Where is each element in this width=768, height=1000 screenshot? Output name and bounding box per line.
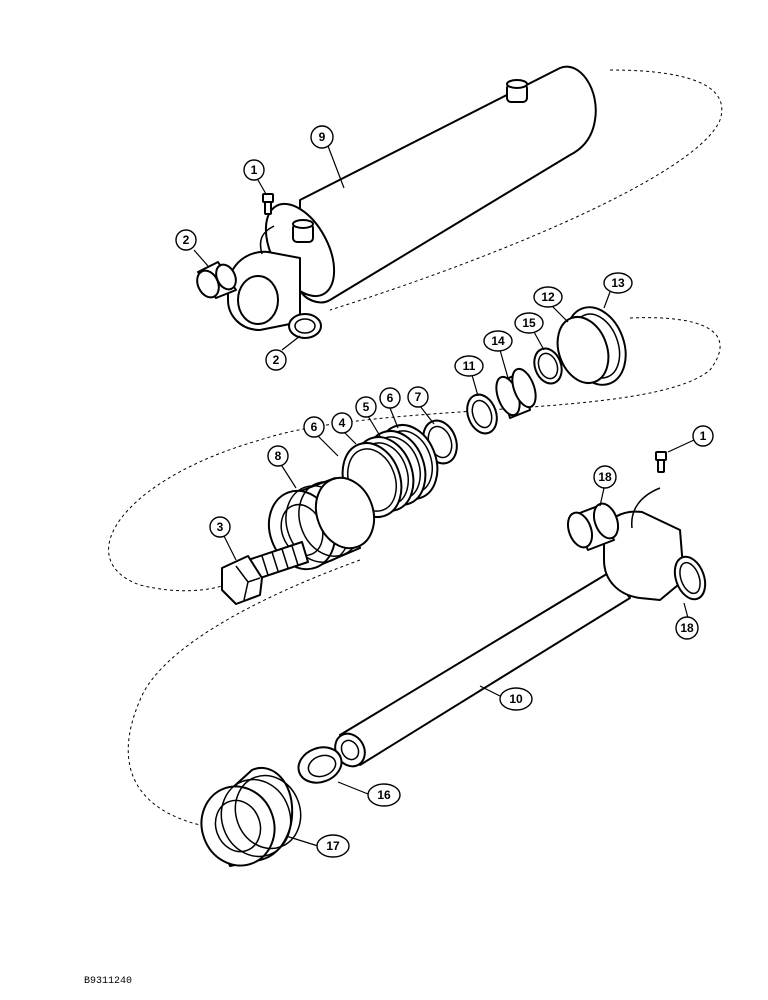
svg-text:18: 18 <box>680 621 694 635</box>
callout-9: 9 <box>310 125 345 189</box>
svg-text:7: 7 <box>415 390 422 404</box>
svg-text:18: 18 <box>598 470 612 484</box>
svg-text:5: 5 <box>363 400 370 414</box>
svg-text:6: 6 <box>311 420 318 434</box>
callout-16: 16 <box>337 781 401 807</box>
seal-ring <box>556 316 610 384</box>
svg-text:3: 3 <box>217 520 224 534</box>
svg-text:1: 1 <box>251 163 258 177</box>
bearing-sleeve <box>495 367 537 419</box>
callout-14: 14 <box>483 330 513 379</box>
svg-text:15: 15 <box>522 316 536 330</box>
callout-17: 17 <box>285 834 350 858</box>
callout-12: 12 <box>533 286 569 323</box>
callout-7: 7 <box>407 386 435 425</box>
grease-fitting <box>655 451 667 473</box>
bushing <box>288 313 322 339</box>
callout-2: 2 <box>265 335 301 371</box>
svg-text:8: 8 <box>275 449 282 463</box>
callout-2: 2 <box>175 229 209 267</box>
assembly-path-line <box>127 559 361 826</box>
bolt <box>221 541 309 605</box>
svg-text:1: 1 <box>700 429 707 443</box>
callout-10: 10 <box>479 685 533 711</box>
svg-text:17: 17 <box>326 839 340 853</box>
figure-code: B9311240 <box>84 976 133 987</box>
grease-fitting <box>262 193 274 215</box>
svg-text:2: 2 <box>273 353 280 367</box>
svg-text:14: 14 <box>491 334 505 348</box>
o-ring <box>533 347 563 385</box>
svg-text:6: 6 <box>387 391 394 405</box>
svg-text:11: 11 <box>463 359 476 373</box>
callout-13: 13 <box>603 272 633 309</box>
callout-6: 6 <box>379 387 401 429</box>
svg-text:4: 4 <box>339 416 346 430</box>
assembly-path-line <box>329 69 723 311</box>
svg-text:16: 16 <box>377 788 391 802</box>
callout-18: 18 <box>593 465 617 507</box>
callout-1: 1 <box>243 159 267 195</box>
callout-4: 4 <box>331 412 357 445</box>
assembly-path-line <box>108 317 721 592</box>
callout-6: 6 <box>303 416 339 457</box>
seal-ring <box>466 393 498 435</box>
cylinder-barrel <box>227 65 597 331</box>
callout-5: 5 <box>355 396 381 437</box>
callout-11: 11 <box>454 355 484 397</box>
callout-8: 8 <box>267 445 297 489</box>
svg-text:10: 10 <box>509 692 523 706</box>
bushing <box>196 261 237 299</box>
gland <box>200 767 302 867</box>
svg-text:13: 13 <box>611 276 625 290</box>
svg-text:9: 9 <box>319 130 326 144</box>
svg-text:2: 2 <box>183 233 190 247</box>
callout-18: 18 <box>675 602 699 640</box>
callout-1: 1 <box>667 425 714 453</box>
piston-rod <box>334 487 707 768</box>
wear-ring <box>297 746 343 784</box>
callout-3: 3 <box>209 516 237 561</box>
svg-text:12: 12 <box>541 290 555 304</box>
callout-15: 15 <box>514 312 545 351</box>
